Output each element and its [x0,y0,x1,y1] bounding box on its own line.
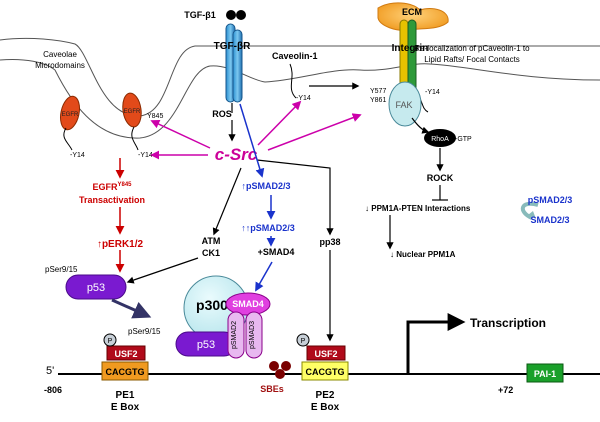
y14-fak: -Y14 [425,89,440,96]
svg-text:RhoA: RhoA [431,136,449,143]
relocalization-label-2: Lipid Rafts/ Focal Contacts [424,55,520,64]
plus-smad4-label: +SMAD4 [258,247,295,257]
tgfbr-label: TGF-βR [214,41,251,52]
five-prime-label: 5' [46,365,54,377]
psmad-upregulated-1: ↑pSMAD2/3 [241,181,290,191]
egfr-transactivation: EGFRY845 [92,182,132,192]
y845-label: Y845 [147,113,163,120]
smad-complex: SMAD4 pSMAD2 pSMAD3 [225,292,271,359]
caveolae-label-1: Caveolae [43,50,77,59]
smad-dephosphorylation-cycle: pSMAD2/3 SMAD2/3 [521,195,573,225]
p53-capsule-1: p53 [65,274,127,300]
caveolin-label: Caveolin-1 [272,51,318,61]
y14-caveolin: -Y14 [296,95,311,102]
svg-text:USF2: USF2 [314,349,337,359]
svg-text:EGFR: EGFR [62,112,79,118]
y577-label: Y577 [370,88,386,95]
gtp-label: -GTP [455,136,472,143]
ppm1a-pten-label: ↓ PPM1A-PTEN Interactions [365,204,471,213]
y14-label-right: -Y14 [138,152,153,159]
sbes-label: SBEs [260,384,284,394]
svg-text:FAK: FAK [395,100,412,110]
rock-label: ROCK [427,173,454,183]
pe2-ebox: USF2 CACGTG P PE2 E Box [296,333,349,413]
black-arrows [126,82,448,342]
svg-text:E Box: E Box [111,402,140,413]
svg-text:pSMAD2: pSMAD2 [231,321,238,349]
egfr-right: EGFR -Y14 Y845 [122,92,163,159]
csrc-arrows [150,100,362,160]
p53-translocation-arrow [111,298,152,319]
svg-text:SMAD4: SMAD4 [232,299,264,309]
nuclear-ppm1a-label: ↓ Nuclear PPM1A [390,250,456,259]
svg-text:p53: p53 [197,339,215,351]
atm-label: ATM [202,236,221,246]
smad-right: SMAD2/3 [530,215,569,225]
transactivation-label: Transactivation [79,195,145,205]
psmad-right: pSMAD2/3 [528,195,573,205]
ck1-label: CK1 [202,248,220,258]
c-src-label: c-Src [215,145,258,164]
psmad-upregulated-2: ↑↑pSMAD2/3 [241,223,295,233]
svg-text:PE1: PE1 [116,390,135,401]
egfr-left: EGFR -Y14 [60,95,85,159]
pser-label-2: pSer9/15 [128,327,161,336]
integrin-label: Integrin [392,43,429,54]
tgfb1-label: TGF-β1 [184,10,216,20]
caveolin-tail [289,63,297,99]
position-72: +72 [498,385,513,395]
phospho-circle-2: P [301,338,306,345]
perk-label: ↑pERK1/2 [97,239,144,250]
transcription-start: Transcription [406,313,546,374]
svg-text:E Box: E Box [311,402,340,413]
transcription-label: Transcription [470,316,546,330]
svg-text:p300: p300 [196,297,228,313]
ros-label: ROS [212,109,232,119]
svg-text:PAI-1: PAI-1 [534,369,556,379]
rhoa-node: RhoA -GTP [424,129,472,147]
fak-node: FAK -Y14 Y577 Y861 [370,81,440,127]
sbes-sites: SBEs [260,361,291,394]
ecm-label: ECM [402,7,422,17]
y861-label: Y861 [370,97,386,104]
svg-text:EGFR: EGFR [124,109,141,115]
pser-label-1: pSer9/15 [45,265,78,274]
p53-capsule-2: p53 [175,331,237,357]
svg-text:pSMAD3: pSMAD3 [249,321,256,349]
pp38-label: pp38 [319,237,340,247]
ecm-blob: ECM [377,2,449,31]
svg-text:PE2: PE2 [316,390,335,401]
phospho-circle-1: P [108,338,113,345]
relocalization-label-1: Re-localization of pCaveolin-1 to [414,44,530,53]
y14-label-left: -Y14 [70,152,85,159]
svg-text:p53: p53 [87,282,105,294]
pe1-ebox: USF2 CACGTG P PE1 E Box [101,333,149,413]
position-806: -806 [44,385,62,395]
svg-text:USF2: USF2 [114,349,137,359]
tgfb1-ligand: TGF-β1 [184,10,246,20]
pai1-gene: PAI-1 [526,363,564,383]
svg-text:CACGTG: CACGTG [106,367,145,377]
caveolae-label-2: Microdomains [35,61,85,70]
tgfbr-receptor: TGF-βR [214,23,251,103]
blue-arrows [239,103,276,292]
svg-text:CACGTG: CACGTG [306,367,345,377]
